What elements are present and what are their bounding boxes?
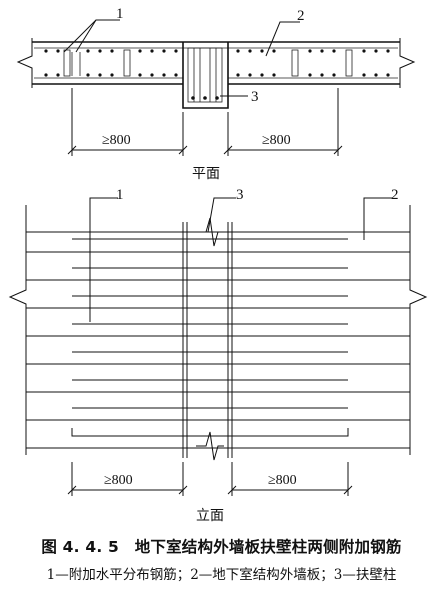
plan-label-3: 3 [251,89,259,105]
elevation-horizontal-bars [26,231,410,449]
elev-leader-2 [363,197,392,240]
plan-rebar-dots [44,49,390,100]
elev-leader-3 [207,197,236,233]
plan-view-title: 平面 [192,166,220,182]
elevation-view-title: 立面 [196,508,224,524]
elev-label-1: 1 [116,187,124,203]
elev-leader-1 [89,197,118,322]
elev-label-3: 3 [236,187,244,203]
elev-label-2: 2 [391,187,399,203]
plan-dim-right: ≥800 [262,133,291,148]
plan-leader-1 [75,19,120,53]
plan-label-2: 2 [297,8,305,24]
plan-view: 1 2 3 ≥800 ≥800 平面 [16,6,416,182]
elev-dim-left: ≥800 [104,473,133,488]
figure-legend: 1—附加水平分布钢筋；2—地下室结构外墙板；3—扶壁柱 [46,567,397,583]
elev-dim-right: ≥800 [268,473,297,488]
plan-leader-2 [265,21,300,57]
plan-label-1: 1 [116,6,124,22]
elevation-view: 1 3 2 ≥800 ≥800 立面 [8,187,428,524]
figure-caption: 图 4. 4. 5 地下室结构外墙板扶壁柱两侧附加钢筋 [41,538,402,556]
plan-dim-left: ≥800 [102,133,131,148]
